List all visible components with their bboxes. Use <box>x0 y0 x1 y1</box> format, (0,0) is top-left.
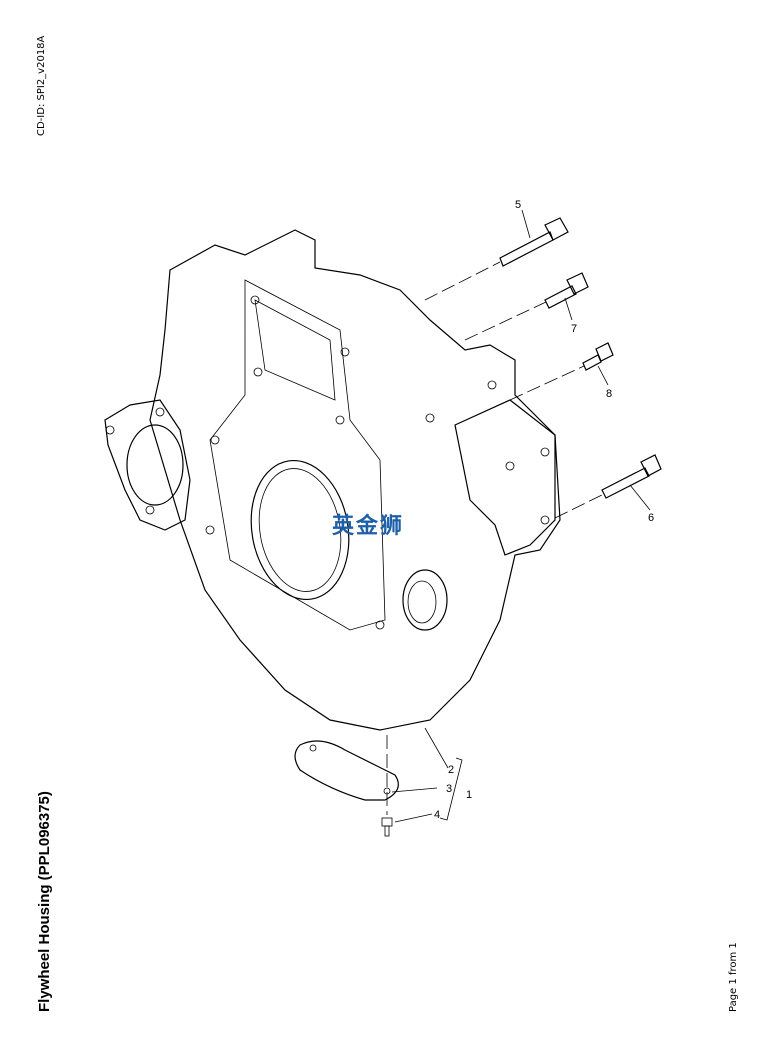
callout-4: 4 <box>434 809 440 821</box>
callout-6: 6 <box>648 512 654 524</box>
central-bore <box>250 459 350 601</box>
callout-5: 5 <box>515 199 521 211</box>
callout-3: 3 <box>446 783 452 795</box>
bolt-6 <box>601 454 662 499</box>
callout-2: 2 <box>448 764 454 776</box>
housing-outline <box>149 229 561 731</box>
callout-8: 8 <box>606 388 612 400</box>
cover-plate <box>294 740 399 801</box>
bolt-7 <box>544 272 589 309</box>
screw-4 <box>381 817 393 837</box>
callout-7: 7 <box>571 323 577 335</box>
callout-1: 1 <box>466 789 472 801</box>
side-opening <box>126 424 184 506</box>
watermark: 英金狮 <box>332 514 405 539</box>
bolt-5 <box>499 217 569 267</box>
side-port <box>402 569 448 631</box>
bolt-8 <box>582 342 614 371</box>
side-flange <box>104 399 191 531</box>
